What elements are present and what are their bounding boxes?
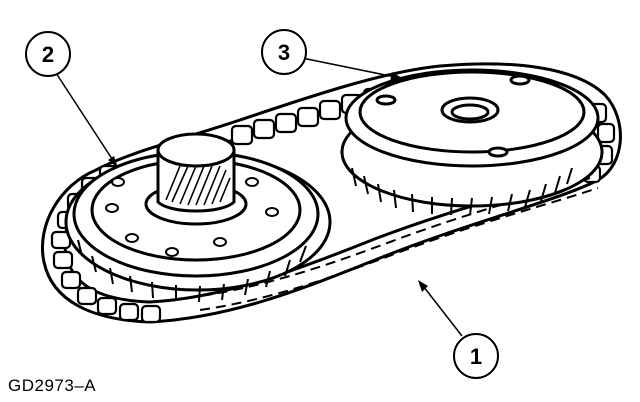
callout-label-2: 2 xyxy=(42,42,54,67)
figure-id: GD2973–A xyxy=(8,376,97,395)
sprocket-bolts xyxy=(105,177,279,257)
callout-label-1: 1 xyxy=(470,344,482,369)
small-sprocket xyxy=(64,132,332,303)
small-sprocket-teeth xyxy=(77,239,307,303)
callout-label-3: 3 xyxy=(278,40,290,65)
large-sprocket xyxy=(340,68,604,216)
callout-1: 1 xyxy=(418,280,499,379)
callout-2: 2 xyxy=(25,31,119,169)
bolt-hole xyxy=(487,146,509,158)
bolt-hole xyxy=(509,74,531,86)
callout-3: 3 xyxy=(261,29,402,82)
chain-lower-run-dashes xyxy=(169,177,599,311)
shaft-splines xyxy=(165,165,231,206)
bolt-hole xyxy=(375,94,397,106)
large-sprocket-teeth xyxy=(351,167,573,216)
